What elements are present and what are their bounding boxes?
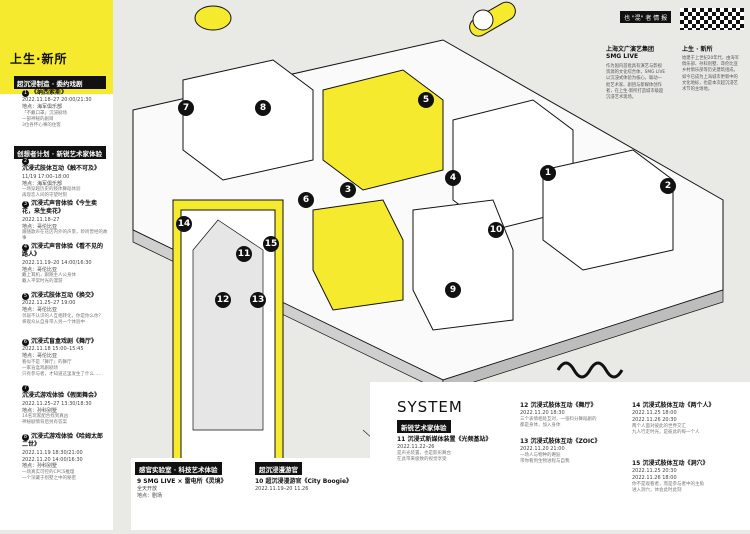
section-tour: 超沉浸漫游官	[255, 462, 302, 475]
system-label: SYSTEM	[397, 398, 463, 416]
map-pin-14[interactable]: 14	[176, 216, 192, 232]
program-item-14[interactable]: 14 沉浸式肢体互动《两个人》 2022.11.25 18:00 2022.11…	[632, 402, 715, 435]
checker-pattern	[680, 8, 744, 30]
map-pin-12[interactable]: 12	[215, 292, 231, 308]
map-pin-1[interactable]: 1	[540, 165, 556, 181]
program-item-15[interactable]: 15 沉浸式肢体互动《洞穴》 2022.11.25 20:30 2022.11.…	[632, 460, 709, 493]
program-sidebar: 上生·新所 超沉浸制造 · 委约戏剧 1《纳西索斯》 2022.11.18–27…	[0, 0, 113, 530]
map-pin-13[interactable]: 13	[250, 292, 266, 308]
program-item-9[interactable]: 9 SMG LIVE × 雷电所《灵境》 全天开放 地点：剧场	[137, 478, 227, 499]
program-item-11[interactable]: 11 沉浸式新媒体装置《光频基站》 2022.11.22–26 是声光装置，也是…	[397, 436, 492, 462]
intro-col1-title: 上海文广演艺集团 SMG LIVE	[606, 46, 655, 60]
program-item-12[interactable]: 12 沉浸式肢体互动《舞厅》 2022.11.20 18:30 三个表情相处互对…	[520, 402, 597, 428]
program-item-10[interactable]: 10 超沉浸漫游官《City Boogie》 2022.11.19–20 11.…	[255, 478, 353, 493]
section-create: 创想者计划 · 新锐艺术家体验	[14, 146, 106, 159]
lab-tour-panel: 感官实验室 · 科技艺术体验 超沉浸漫游官 9 SMG LIVE × 雷电所《灵…	[131, 458, 370, 530]
map-pin-8[interactable]: 8	[255, 100, 271, 116]
venue-illustration	[113, 0, 750, 531]
new-artist-panel	[370, 382, 750, 530]
map-pin-3[interactable]: 3	[340, 182, 356, 198]
map-pin-4[interactable]: 4	[445, 170, 461, 186]
program-item-2[interactable]: 2沉浸式肢体互动《触不可及》 11/19 17:00–18:00 地点：海军俱乐…	[22, 158, 101, 199]
program-item-13[interactable]: 13 沉浸式肢体互动《ZOIC》 2022.11.20 21:00 一场人与物种…	[520, 438, 601, 464]
map-pin-6[interactable]: 6	[298, 192, 314, 208]
intro-header: 也 "混" 者 情 报	[620, 11, 672, 23]
program-item-7[interactable]: 7沉浸式游戏体验《假面舞会》 2022.11.25–27 13:30/18:30…	[22, 385, 101, 426]
map-pin-15[interactable]: 15	[263, 236, 279, 252]
map-pin-2[interactable]: 2	[660, 178, 676, 194]
section-immersive: 超沉浸制造 · 委约戏剧	[14, 76, 106, 89]
intro-col2-title: 上生 · 新所	[682, 46, 713, 53]
brand-title: 上生·新所	[10, 52, 68, 66]
intro-col1-body: 作为国内首批具有演艺与影视资源的文化综合体，SMG LIVE以沉浸式体验为核心，…	[606, 64, 666, 101]
map-pin-11[interactable]: 11	[236, 246, 252, 262]
section-lab: 感官实验室 · 科技艺术体验	[135, 462, 222, 475]
map-pin-9[interactable]: 9	[445, 282, 461, 298]
map-pin-7[interactable]: 7	[178, 100, 194, 116]
intro-col2-body: 始建于上世纪20年代，由海军俱乐部、孙科别墅、哥伦比亚乡村俱乐部等历史建筑组成，…	[682, 56, 740, 93]
map-pin-5[interactable]: 5	[418, 92, 434, 108]
program-item-1[interactable]: 1《纳西索斯》 2022.11.18–27 20:00/21:30 地点：海军俱…	[22, 89, 92, 129]
section-new: 新锐艺术家体验	[397, 420, 451, 433]
isometric-venue-map	[113, 0, 750, 531]
map-pin-10[interactable]: 10	[488, 222, 504, 238]
